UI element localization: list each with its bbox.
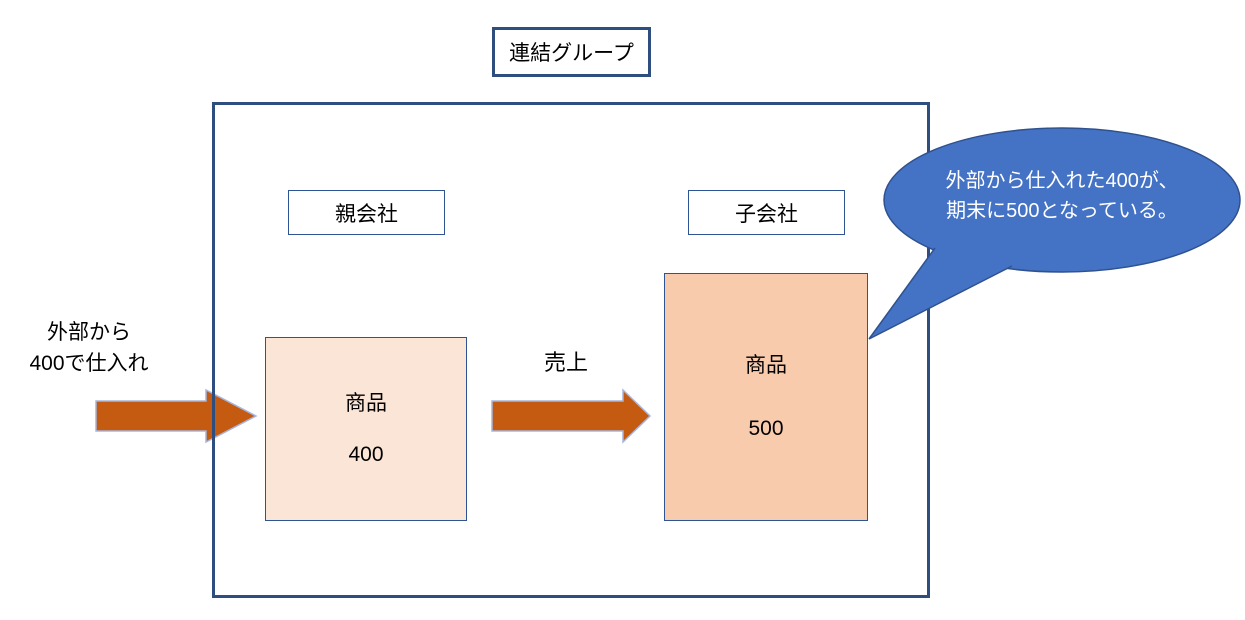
subsidiary-company-box: 子会社 [688, 190, 845, 235]
arrow-shape [95, 388, 258, 444]
callout-line2: 期末に500となっている。 [946, 200, 1178, 222]
subsidiary-goods-name: 商品 [745, 353, 787, 377]
arrow-shape [491, 388, 652, 444]
external-purchase-line2: 400で仕入れ [29, 352, 149, 375]
parent-company-label: 親会社 [335, 202, 398, 226]
subsidiary-goods-box: 商品 500 [664, 273, 868, 521]
parent-goods-box: 商品 400 [265, 337, 467, 521]
subsidiary-company-label: 子会社 [735, 202, 798, 226]
callout-tail [868, 247, 1013, 340]
callout-text: 外部から仕入れた400が、 期末に500となっている。 [902, 166, 1222, 226]
callout-ellipse [883, 127, 1241, 273]
external-purchase-arrow [95, 388, 258, 444]
sales-arrow [491, 388, 652, 444]
sales-label: 売上 [543, 350, 588, 375]
group-title: 連結グループ [509, 42, 634, 65]
parent-goods-value: 400 [348, 442, 384, 466]
callout-line1: 外部から仕入れた400が、 [945, 170, 1179, 192]
external-purchase-line1: 外部から [47, 321, 131, 344]
group-title-box: 連結グループ [492, 27, 651, 77]
parent-goods-name: 商品 [345, 391, 387, 415]
external-purchase-label: 外部から 400で仕入れ [0, 317, 178, 379]
parent-company-box: 親会社 [288, 190, 445, 235]
subsidiary-goods-value: 500 [748, 416, 784, 440]
callout-bubble [868, 127, 1241, 340]
